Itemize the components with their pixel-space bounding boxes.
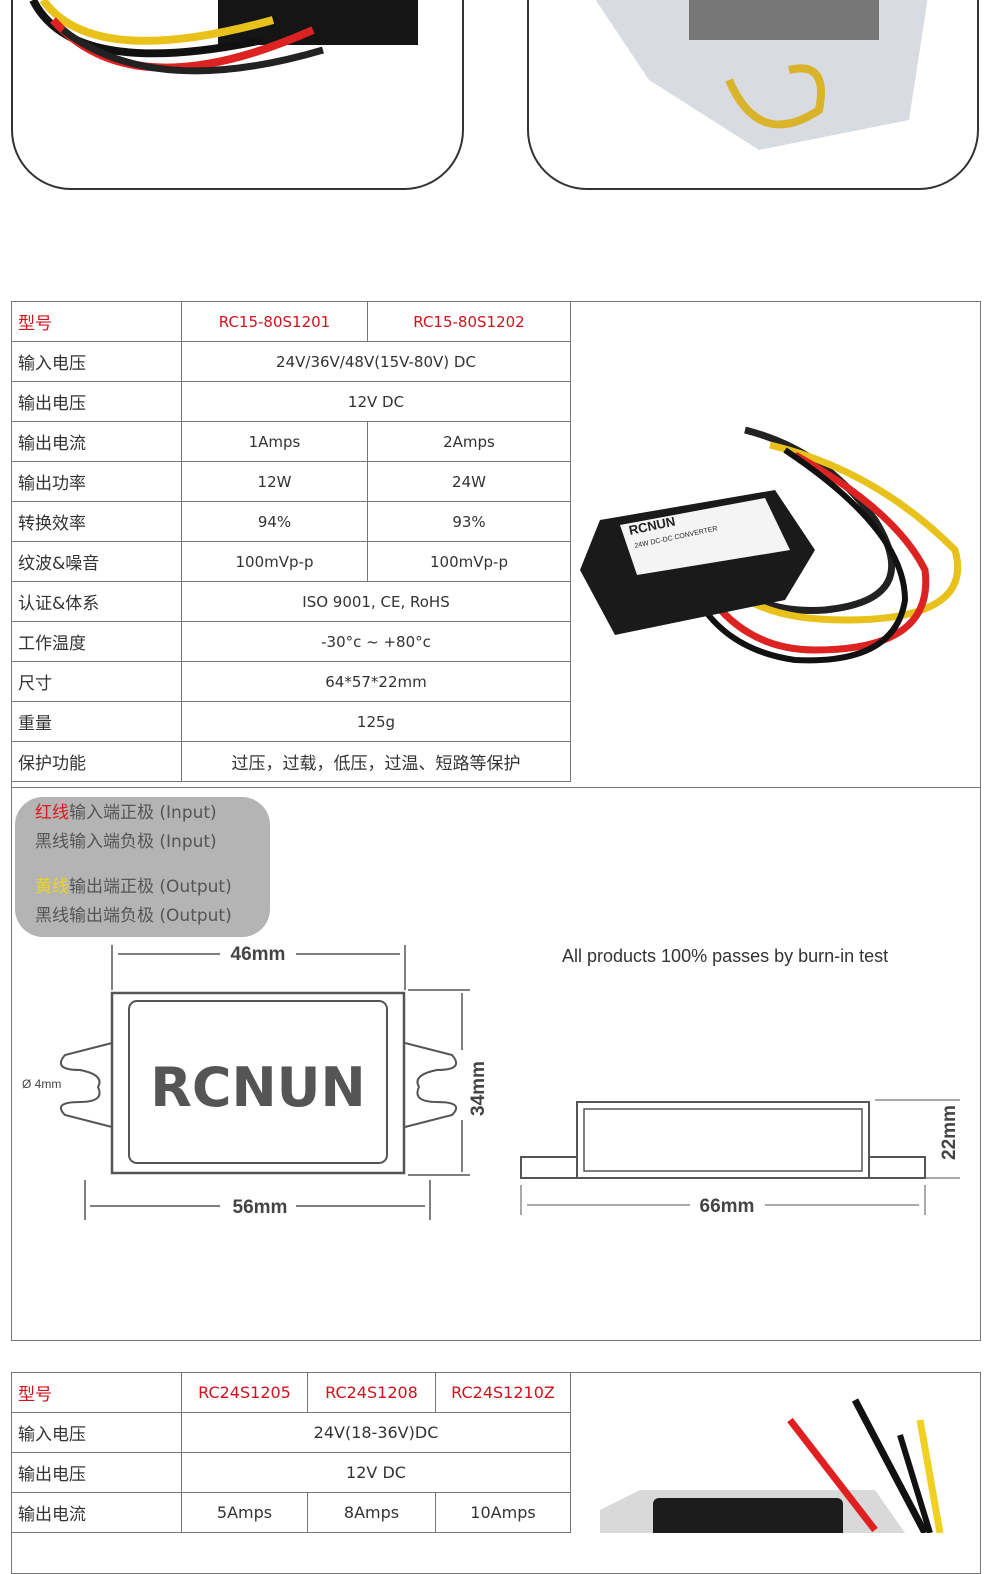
- row-label: 输出功率: [11, 461, 182, 502]
- legend-text: 输出端正极 (Output): [69, 877, 232, 897]
- cell: 12W: [181, 461, 368, 502]
- product-photo-wires: [29, 0, 418, 75]
- cell: 93%: [367, 501, 571, 542]
- dim-46mm: 46mm: [231, 944, 286, 965]
- cell: 8Amps: [307, 1492, 436, 1533]
- legend-yellow-output-positive: 黄线输出端正极 (Output): [35, 873, 270, 902]
- product-photo-frame-right: [527, 0, 979, 190]
- cell: 1Amps: [181, 421, 368, 462]
- dim-hole: Ø 4mm: [22, 1077, 61, 1091]
- table-row: 工作温度-30°c ~ +80°c: [11, 621, 571, 662]
- cell: ISO 9001, CE, RoHS: [181, 581, 571, 622]
- cell: 10Amps: [435, 1492, 571, 1533]
- row-label: 输出电流: [11, 1492, 182, 1533]
- cell: 24W: [367, 461, 571, 502]
- row-label: 输入电压: [11, 341, 182, 382]
- row-label: 输出电压: [11, 1452, 182, 1493]
- cell: 12V DC: [181, 381, 571, 422]
- row-label: 保护功能: [11, 741, 182, 782]
- row-label: 尺寸: [11, 661, 182, 702]
- cell: 24V(18-36V)DC: [181, 1412, 571, 1453]
- cell: 64*57*22mm: [181, 661, 571, 702]
- cell: RC15-80S1202: [367, 301, 571, 342]
- dim-66mm: 66mm: [700, 1196, 755, 1217]
- dim-34mm: 34mm: [468, 1061, 489, 1116]
- row-label: 纹波&噪音: [11, 541, 182, 582]
- legend-red-label: 红线: [35, 803, 69, 823]
- wire-legend: 红线输入端正极 (Input) 黑线输入端负极 (Input) 黄线输出端正极 …: [15, 797, 270, 937]
- row-label: 重量: [11, 701, 182, 742]
- row-label: 转换效率: [11, 501, 182, 542]
- drawing-brand-logo: RCNUN: [150, 1056, 365, 1119]
- legend-black-output-negative: 黑线输出端负极 (Output): [35, 906, 232, 926]
- cell: 2Amps: [367, 421, 571, 462]
- row-label: 输出电压: [11, 381, 182, 422]
- side-view-drawing: 66mm 22mm: [520, 1099, 960, 1217]
- row-label: 认证&体系: [11, 581, 182, 622]
- cell: -30°c ~ +80°c: [181, 621, 571, 662]
- cell: 过压，过载，低压，过温、短路等保护: [181, 741, 571, 782]
- table-row: 保护功能过压，过载，低压，过温、短路等保护: [11, 741, 571, 782]
- product-photo-converter: RCNUN 24W DC-DC CONVERTER: [580, 426, 962, 664]
- row-label: 型号: [11, 301, 182, 342]
- product-photo-frame-left: [11, 0, 464, 190]
- cell: 125g: [181, 701, 571, 742]
- cell: 12V DC: [181, 1452, 571, 1493]
- dim-56mm: 56mm: [233, 1197, 288, 1218]
- cell: RC24S1208: [307, 1372, 436, 1413]
- cell: 100mVp-p: [181, 541, 368, 582]
- burn-in-note: All products 100% passes by burn-in test: [562, 946, 889, 966]
- legend-text: 输入端正极 (Input): [69, 803, 217, 823]
- dim-22mm: 22mm: [939, 1105, 960, 1160]
- cell: 94%: [181, 501, 368, 542]
- cell: 100mVp-p: [367, 541, 571, 582]
- cell: RC24S1205: [181, 1372, 308, 1413]
- row-label: 工作温度: [11, 621, 182, 662]
- legend-red-input-positive: 红线输入端正极 (Input): [35, 799, 270, 828]
- product-photo-bag: [595, 0, 928, 150]
- legend-yellow-label: 黄线: [35, 877, 69, 897]
- row-label: 输出电流: [11, 421, 182, 462]
- cell: 5Amps: [181, 1492, 308, 1533]
- legend-black-input-negative: 黑线输入端负极 (Input): [35, 832, 217, 852]
- section-divider: [11, 787, 980, 788]
- cell: 24V/36V/48V(15V-80V) DC: [181, 341, 571, 382]
- product-photo-converter-2: [600, 1398, 944, 1533]
- row-label: 输入电压: [11, 1412, 182, 1453]
- row-label: 型号: [11, 1372, 182, 1413]
- top-view-drawing: 46mm 56mm 34mm Ø 4mm RCNUN: [22, 944, 489, 1220]
- cell: RC15-80S1201: [181, 301, 368, 342]
- cell: RC24S1210Z: [435, 1372, 571, 1413]
